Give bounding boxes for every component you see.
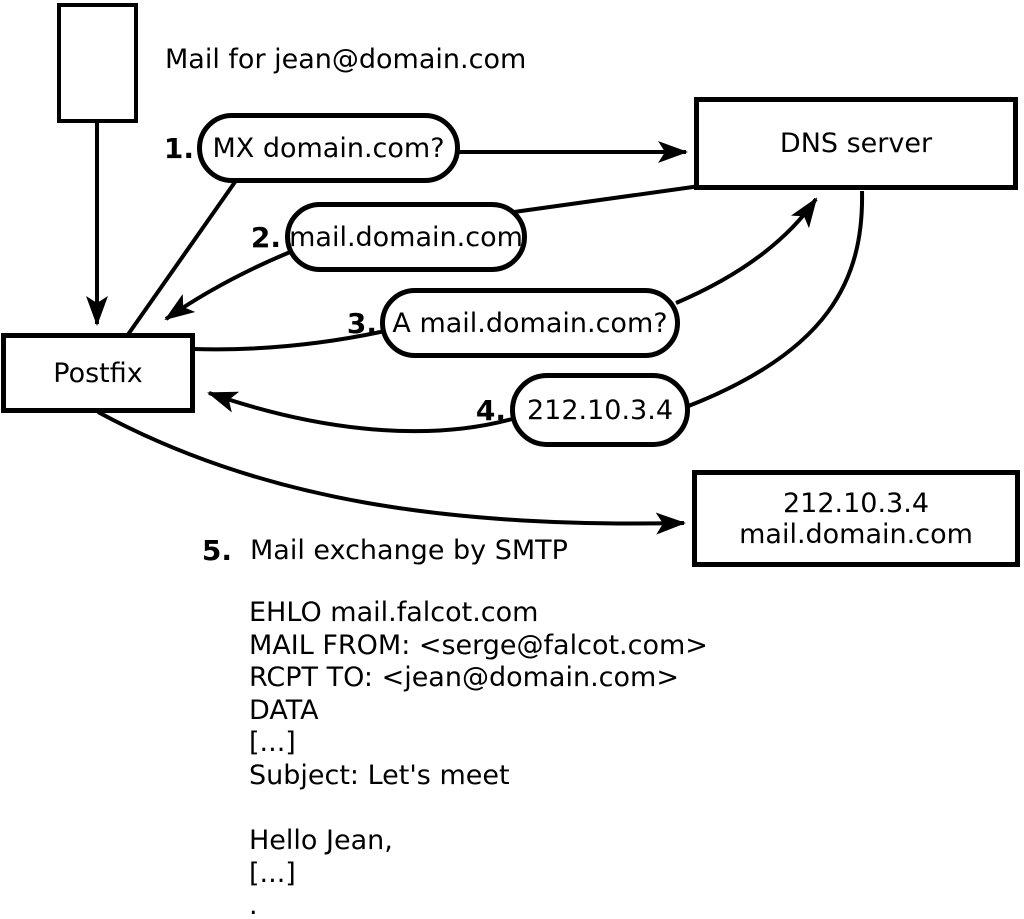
mail-server-ip-label: 212.10.3.4 bbox=[783, 487, 929, 519]
step-number-3: 3. bbox=[346, 307, 377, 340]
query-pill-a: A mail.domain.com? bbox=[380, 288, 680, 358]
mail-note-label: Mail for jean@domain.com bbox=[165, 44, 527, 75]
mail-envelope-icon bbox=[57, 3, 138, 123]
line-dns-to-answer2 bbox=[513, 184, 701, 214]
step-number-5: 5. bbox=[201, 534, 232, 567]
step-number-4: 4. bbox=[475, 394, 506, 427]
query-pill-a-label: A mail.domain.com? bbox=[392, 307, 668, 339]
dns-server-node: DNS server bbox=[694, 97, 1018, 190]
arrow-query3-to-dns bbox=[675, 197, 818, 305]
step-number-1: 1. bbox=[163, 132, 194, 165]
answer-pill-mx: mail.domain.com bbox=[285, 202, 527, 272]
mail-server-host-label: mail.domain.com bbox=[739, 518, 973, 550]
line-postfix-to-query1 bbox=[125, 180, 237, 338]
line-dns-to-answer4 bbox=[685, 190, 865, 409]
arrow-answer4-to-postfix bbox=[207, 391, 513, 434]
dns-server-label: DNS server bbox=[779, 128, 933, 159]
mail-server-node: 212.10.3.4 mail.domain.com bbox=[692, 470, 1020, 567]
arrow-answer2-to-postfix bbox=[164, 246, 301, 321]
line-postfix-to-query3 bbox=[192, 328, 391, 352]
answer-pill-mx-label: mail.domain.com bbox=[289, 221, 523, 253]
postfix-node-label: Postfix bbox=[53, 357, 143, 389]
query-pill-mx: MX domain.com? bbox=[197, 113, 460, 183]
arrow-postfix-to-mailserver bbox=[97, 410, 686, 535]
postfix-node: Postfix bbox=[1, 333, 195, 413]
answer-pill-ip: 212.10.3.4 bbox=[510, 373, 690, 447]
answer-pill-ip-label: 212.10.3.4 bbox=[527, 394, 673, 426]
step-5-label: Mail exchange by SMTP bbox=[250, 535, 568, 566]
step-number-2: 2. bbox=[250, 221, 281, 254]
smtp-session-text: EHLO mail.falcot.com MAIL FROM: <serge@f… bbox=[249, 597, 708, 919]
query-pill-mx-label: MX domain.com? bbox=[212, 132, 445, 164]
